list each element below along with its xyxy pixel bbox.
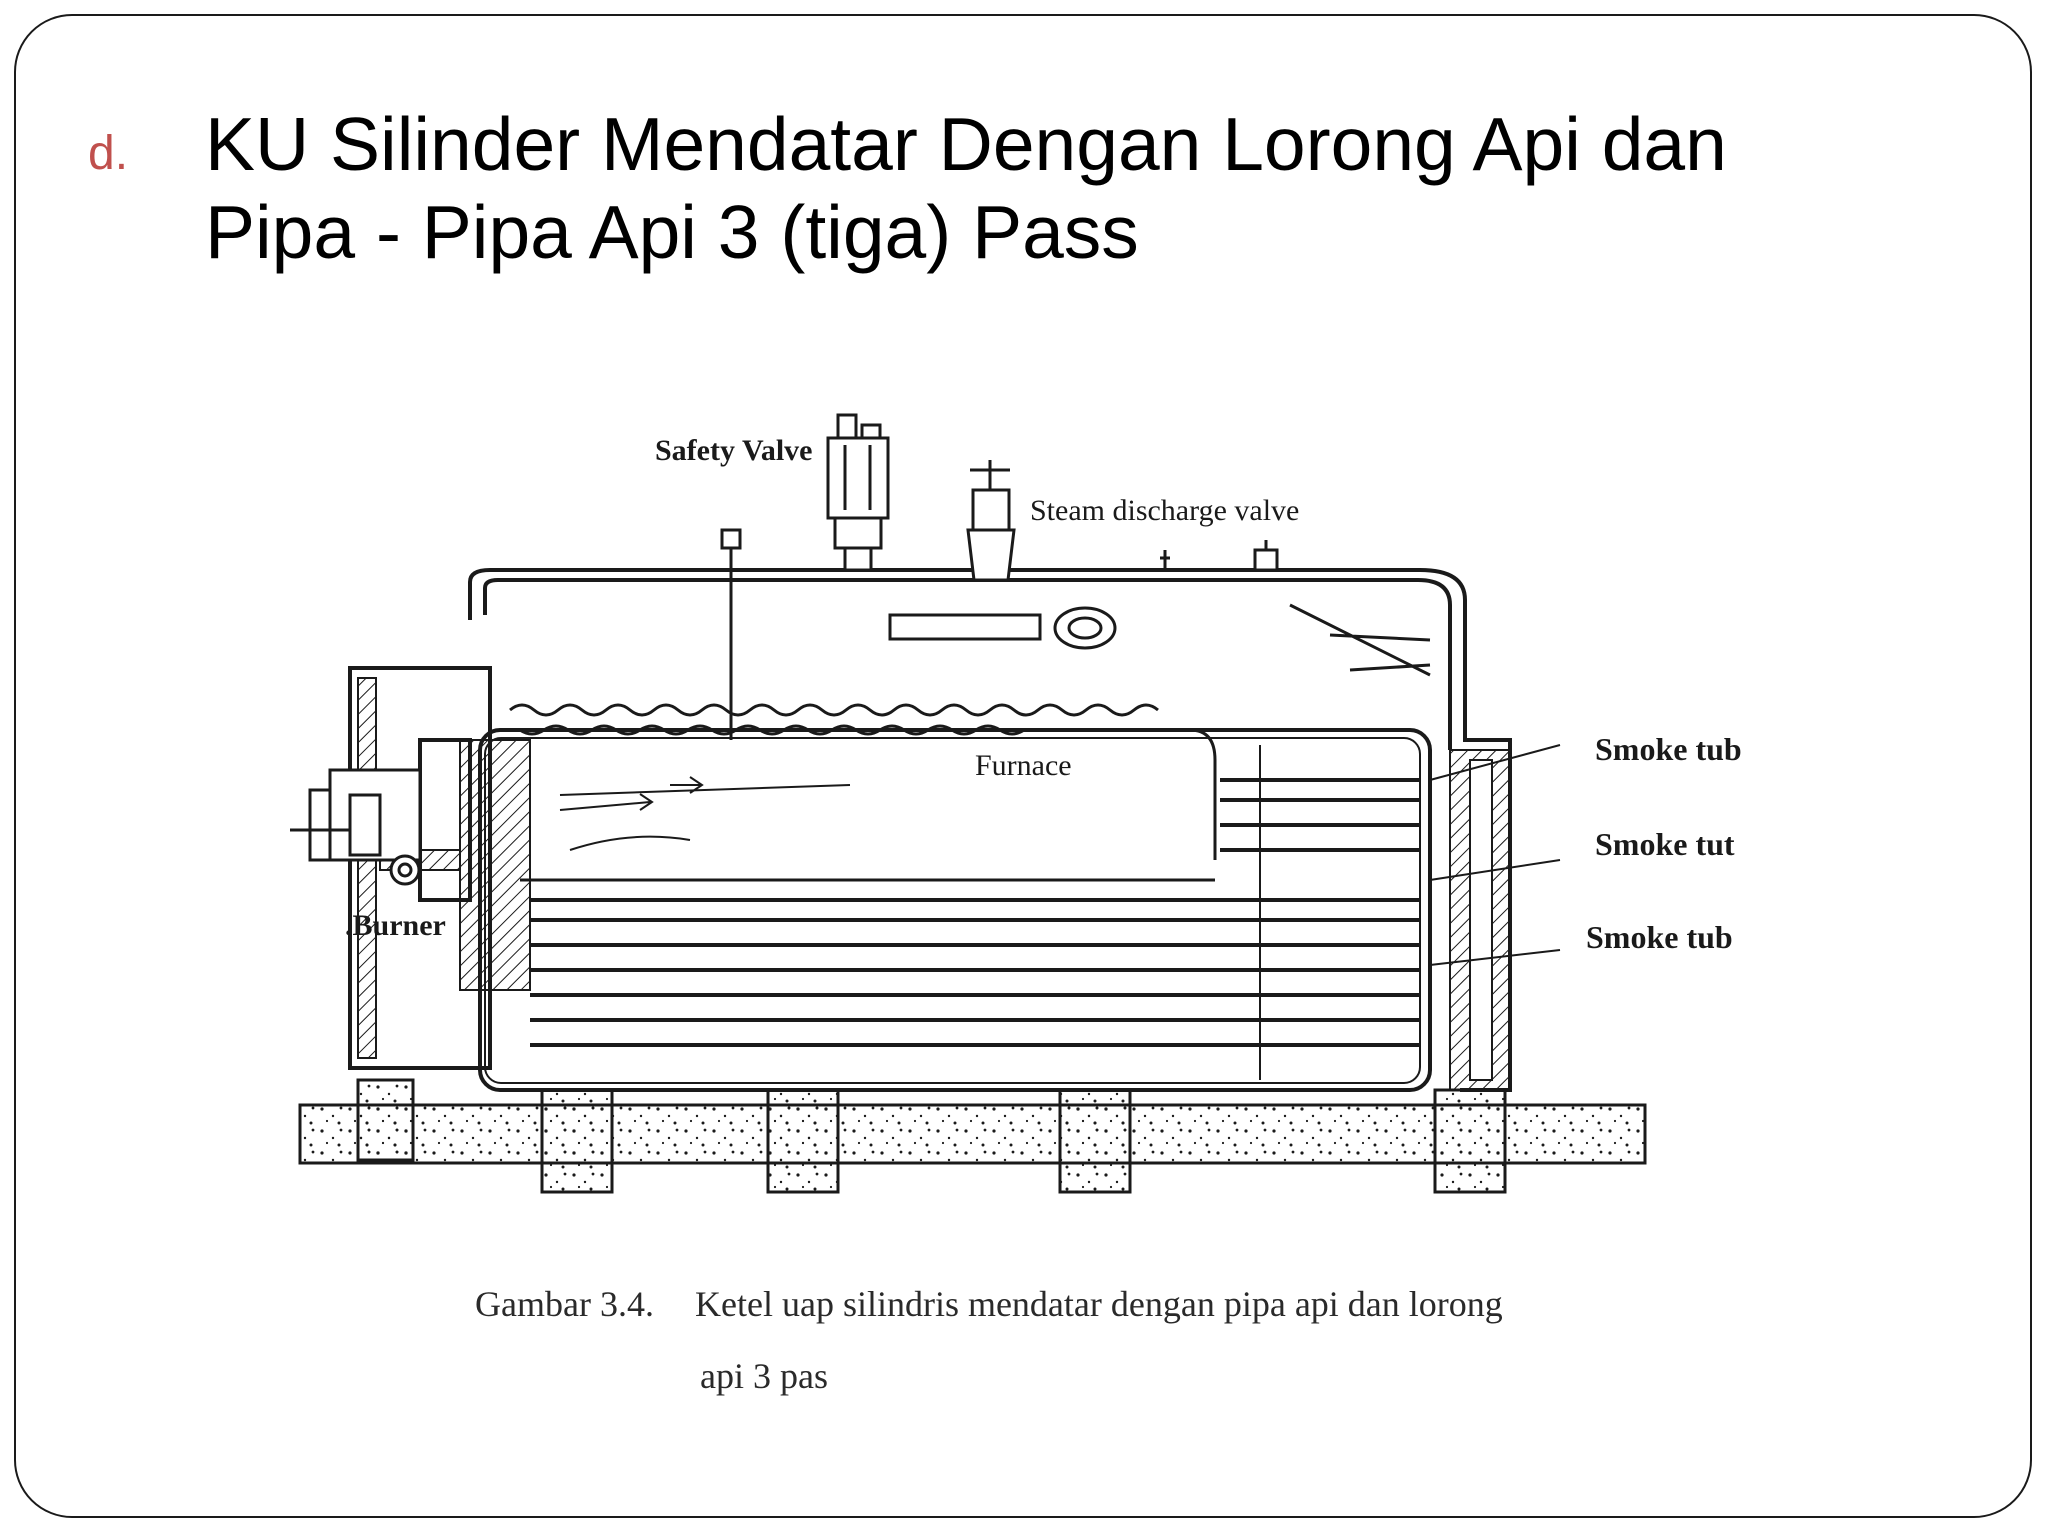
water-level-line (509, 703, 1159, 717)
label-safety-valve: Safety Valve (655, 434, 813, 467)
smoke-tubes (530, 745, 1420, 1080)
steam-discharge-valve (966, 460, 1016, 582)
figure-caption-number: Gambar 3.4. (475, 1284, 654, 1324)
top-fittings (720, 528, 1431, 740)
burner (290, 768, 422, 886)
title-line-1: KU Silinder Mendatar Dengan Lorong Api d… (205, 102, 1727, 186)
safety-valve (826, 413, 890, 572)
leader-lines (1429, 744, 1561, 966)
boiler-shell (348, 568, 1512, 1092)
label-smoke-tube-2: Smoke tut (1595, 826, 1735, 862)
foundation (298, 1078, 1647, 1194)
figure-caption-line-1: Ketel uap silindris mendatar dengan pipa… (695, 1284, 1503, 1324)
label-smoke-tube-3: Smoke tub (1586, 919, 1733, 955)
bullet-letter: d. (88, 127, 129, 180)
boiler-diagram: Safety Valve Steam discharge valve Furna… (290, 413, 1742, 1194)
figure-caption-line-2: api 3 pas (700, 1356, 828, 1396)
title-line-2: Pipa - Pipa Api 3 (tiga) Pass (205, 190, 1139, 274)
title-text: KU Silinder Mendatar Dengan Lorong Api d… (205, 100, 1727, 276)
label-steam-discharge-valve: Steam discharge valve (1030, 494, 1299, 527)
label-smoke-tube-1: Smoke tub (1595, 731, 1742, 767)
label-furnace: Furnace (975, 749, 1072, 782)
label-burner: .Burner (345, 909, 446, 942)
furnace-tube (519, 724, 1217, 882)
